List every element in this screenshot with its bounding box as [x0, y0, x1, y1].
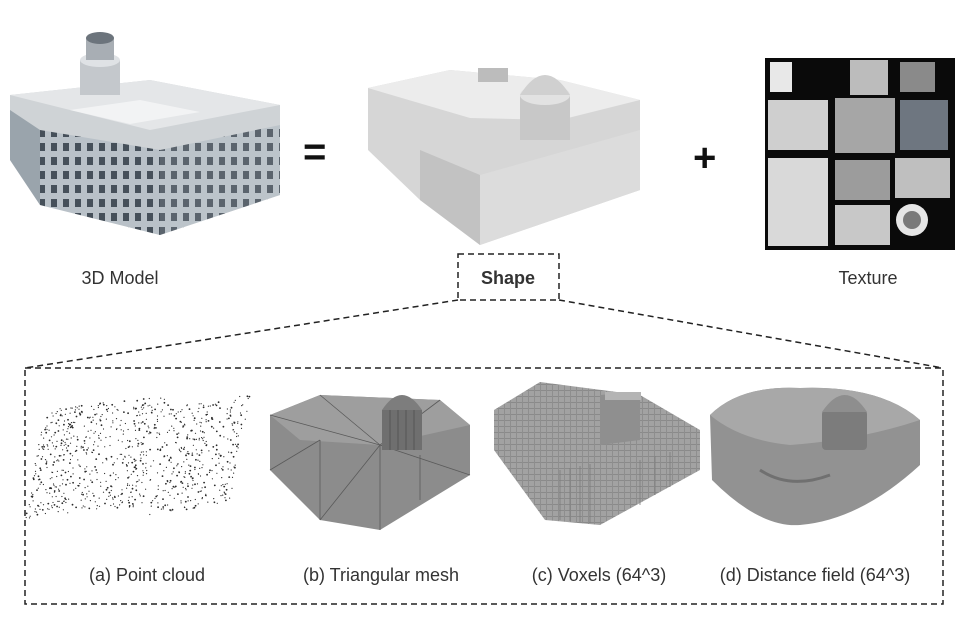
voxels-image [494, 382, 700, 525]
texture-label: Texture [838, 268, 898, 288]
triangular-mesh-label: (b) Triangular mesh [302, 565, 460, 585]
callout-lines [24, 253, 944, 605]
distance-field-label: (d) Distance field (64^3) [719, 565, 911, 585]
representations-frame [24, 367, 944, 605]
triangular-mesh-image [269, 394, 471, 530]
plus-sign: + [693, 136, 717, 180]
untextured-shape-image [368, 68, 640, 245]
model-label: 3D Model [81, 268, 159, 288]
texture-atlas-image [765, 58, 955, 250]
shape-label: Shape [480, 268, 536, 288]
equals-sign: = [303, 130, 327, 174]
voxels-label: (c) Voxels (64^3) [531, 565, 667, 585]
point-cloud-image [25, 395, 251, 519]
shape-callout-box [457, 253, 560, 301]
textured-building-image [10, 32, 280, 235]
distance-field-image [710, 387, 920, 526]
point-cloud-label: (a) Point cloud [88, 565, 206, 585]
